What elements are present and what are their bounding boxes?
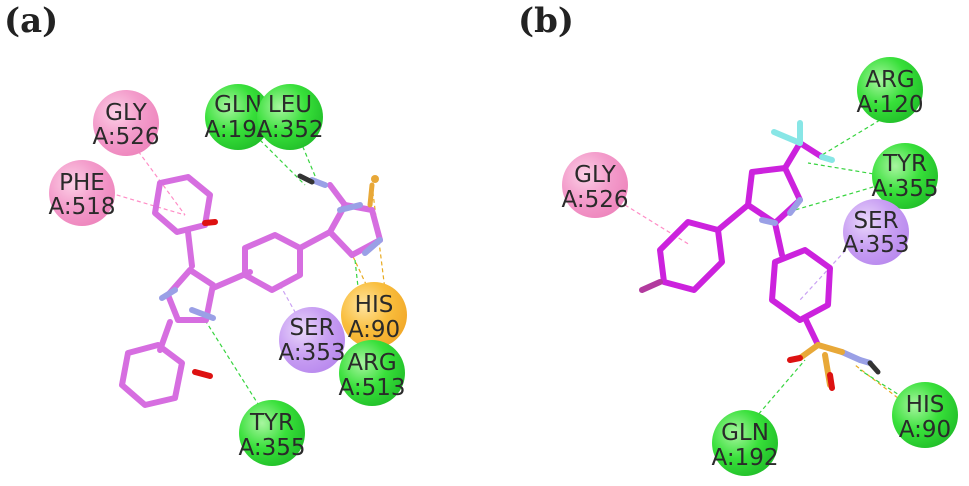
svg-text:GLY: GLY [574, 162, 617, 188]
hbond-tyr355-b [794, 184, 881, 211]
panel-a: (a) [4, 1, 407, 466]
pi-interaction-phe518 [109, 192, 186, 216]
svg-text:GLY: GLY [105, 100, 148, 126]
svg-text:A:355: A:355 [239, 435, 306, 461]
oxygen-atom [202, 219, 218, 226]
svg-text:HIS: HIS [906, 392, 945, 418]
svg-text:A:526: A:526 [93, 124, 160, 150]
residue-his90: HIS A:90 [892, 382, 958, 448]
svg-text:A:192: A:192 [712, 445, 779, 471]
svg-text:SER: SER [289, 315, 334, 341]
residue-ser353: SER A:353 [279, 307, 346, 373]
hbond-tyr355 [807, 162, 881, 176]
svg-text:ARG: ARG [865, 67, 915, 93]
residue-ser353: SER A:353 [843, 199, 910, 265]
svg-text:A:353: A:353 [843, 232, 910, 258]
residue-arg513: ARG A:513 [339, 340, 406, 406]
residue-gln192: GLN A:192 [712, 410, 779, 476]
ligand-a [119, 173, 383, 408]
oxygen-atom [192, 369, 213, 379]
halogen-atom [639, 279, 663, 293]
svg-text:A:355: A:355 [872, 176, 939, 202]
panel-a-label: (a) [4, 1, 58, 41]
hbond-gln192 [254, 134, 306, 186]
svg-text:A:526: A:526 [562, 187, 629, 213]
svg-text:A:120: A:120 [857, 92, 924, 118]
residue-gly526: GLY A:526 [93, 90, 160, 156]
residue-phe518: PHE A:518 [49, 160, 116, 226]
svg-text:A:518: A:518 [49, 194, 116, 220]
residue-arg120: ARG A:120 [857, 57, 924, 123]
svg-text:ARG: ARG [347, 350, 397, 376]
residue-his90: HIS A:90 [341, 282, 407, 348]
residue-tyr355: TYR A:355 [239, 400, 306, 466]
svg-text:HIS: HIS [355, 292, 394, 318]
ligand-b [639, 120, 881, 391]
svg-text:A:513: A:513 [339, 375, 406, 401]
pi-interaction-gly526 [624, 204, 691, 246]
svg-text:A:353: A:353 [279, 340, 346, 366]
svg-text:A:90: A:90 [348, 317, 400, 343]
fluorine-atoms [771, 120, 835, 163]
residue-gly526: GLY A:526 [562, 152, 629, 218]
panel-b-label: (b) [518, 1, 574, 41]
residue-tyr355: TYR A:355 [872, 143, 939, 209]
svg-text:PHE: PHE [59, 170, 105, 196]
sulfur-atom [371, 175, 379, 183]
panel-b: (b) [518, 1, 958, 476]
svg-text:A:90: A:90 [899, 417, 951, 443]
svg-text:SER: SER [853, 208, 898, 234]
residue-leu352: LEU A:352 [257, 84, 324, 150]
sulfonamide-group [787, 342, 881, 391]
svg-text:TYR: TYR [882, 151, 927, 177]
svg-text:LEU: LEU [268, 92, 312, 118]
svg-text:GLN: GLN [721, 420, 769, 446]
svg-text:GLN: GLN [214, 92, 262, 118]
hbond-tyr355 [204, 319, 266, 416]
svg-text:TYR: TYR [249, 410, 294, 436]
svg-text:A:352: A:352 [257, 117, 324, 143]
hbond-arg120 [821, 119, 881, 156]
